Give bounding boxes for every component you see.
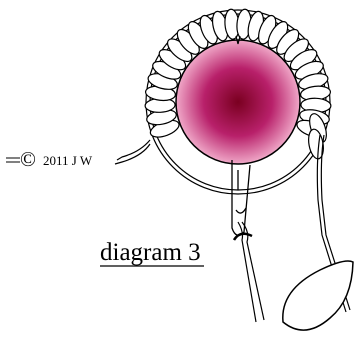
diagram-caption: diagram 3	[100, 239, 201, 266]
magenta-bead-icon	[176, 40, 300, 164]
copyright-text: 2011 J W	[43, 153, 93, 168]
copyright-symbol: ©	[20, 147, 36, 171]
left-thread	[115, 140, 150, 164]
copyright-notice: © 2011 J W	[6, 147, 93, 171]
leaf-thimble-icon	[283, 261, 353, 330]
needle-icon	[232, 160, 250, 235]
needle-thread	[234, 222, 264, 322]
